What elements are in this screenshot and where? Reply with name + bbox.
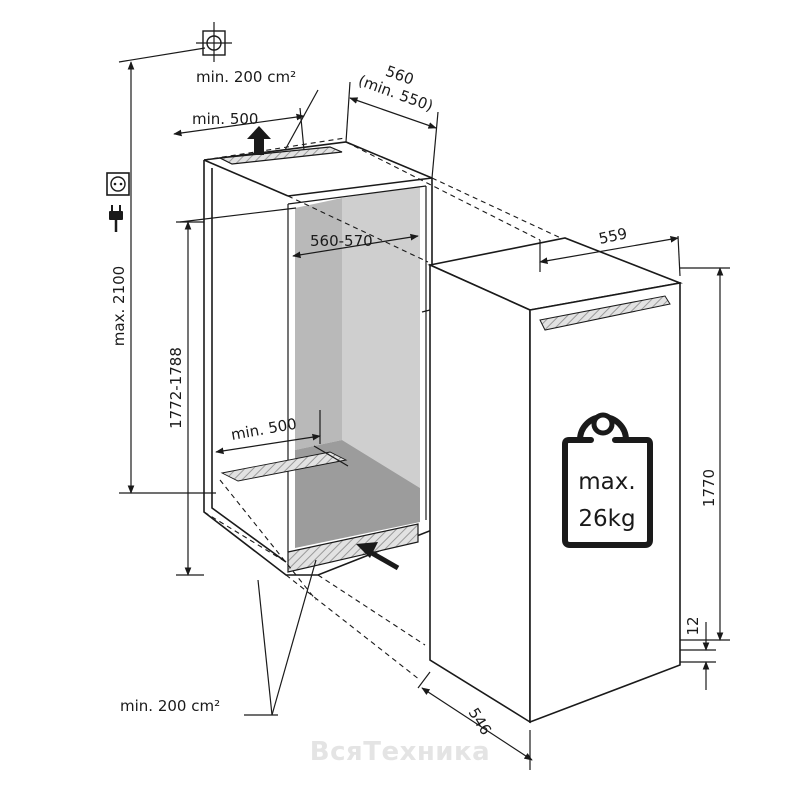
niche-inner-back <box>295 198 342 450</box>
niche-inner-side <box>342 186 420 488</box>
max-height-label: max. 2100 <box>110 266 128 346</box>
bottom-vent-label: min. 200 cm² <box>120 697 220 715</box>
power-plug-icon <box>109 205 123 232</box>
appliance-top-vent <box>539 295 671 331</box>
floor-vent <box>220 451 348 482</box>
dim-top-depth: min. 500 <box>173 107 305 151</box>
dim-appliance-width: 559 <box>539 224 681 277</box>
watermark: ВсяТехника <box>310 737 490 767</box>
dim-door-gap: 12 <box>680 616 716 690</box>
top-vent-label: min. 200 cm² <box>196 68 296 86</box>
dim-bottom-vent: min. 200 cm² <box>120 559 317 716</box>
top-vent <box>217 146 343 165</box>
top-depth-label: min. 500 <box>192 110 258 128</box>
niche <box>203 141 433 576</box>
niche-inner-floor <box>295 440 420 548</box>
appliance-height-label: 1770 <box>700 469 718 507</box>
crosshair-symbol-icon <box>196 22 232 62</box>
niche-height-label: 1772-1788 <box>167 347 185 429</box>
inner-depth-label: 560-570 <box>310 232 373 250</box>
appliance-width-label: 559 <box>597 224 629 248</box>
dim-max-height: max. 2100 <box>110 47 216 494</box>
weight-value-label: 26kg <box>578 506 635 532</box>
dim-niche-height: 1772-1788 <box>167 221 204 576</box>
dim-inner-depth: 560-570 <box>292 232 419 259</box>
airflow-arrow-in-icon <box>356 542 400 571</box>
weight-icon: max. 26kg <box>562 412 653 548</box>
weight-max-label: max. <box>578 469 635 495</box>
door-gap-label: 12 <box>684 616 702 635</box>
dim-appliance-height: 1770 <box>680 267 730 641</box>
power-socket-icon <box>106 172 130 196</box>
